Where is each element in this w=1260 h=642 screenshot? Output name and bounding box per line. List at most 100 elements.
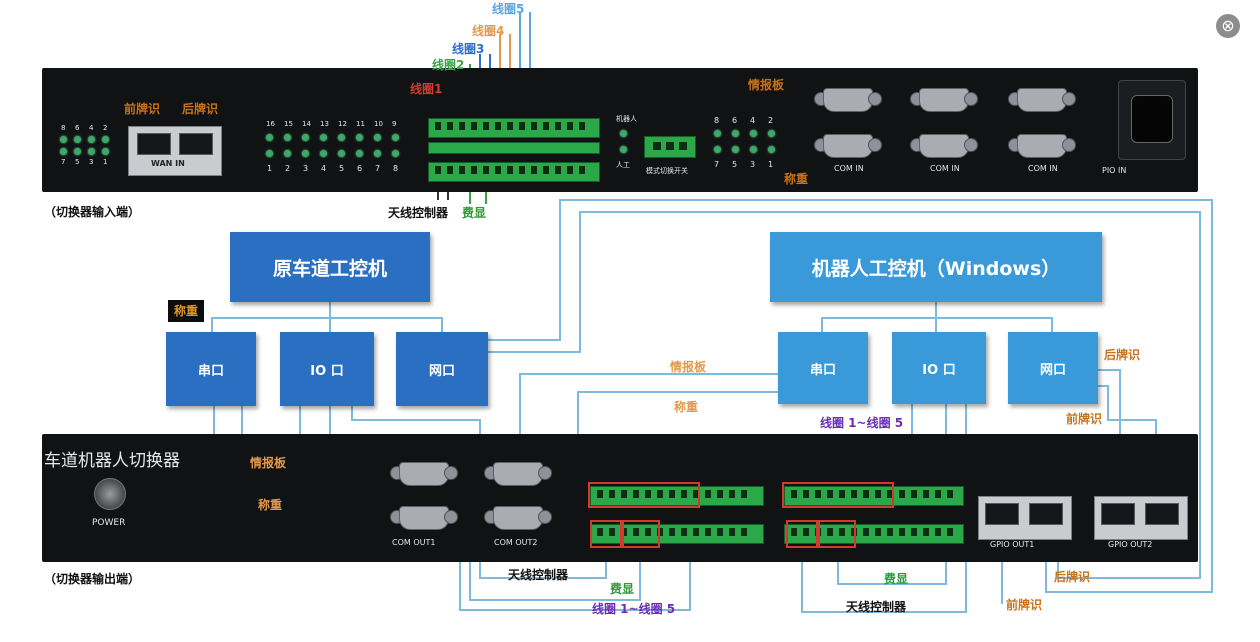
manual-led bbox=[620, 146, 627, 153]
com-in-label: COM IN bbox=[930, 164, 960, 173]
input-panel-caption: （切换器输入端） bbox=[44, 205, 141, 219]
led-label: 2 bbox=[285, 164, 291, 173]
antenna-highlight-frame bbox=[590, 520, 622, 548]
led-indicator bbox=[714, 146, 721, 153]
led-indicator bbox=[732, 130, 739, 137]
led-label: 6 bbox=[357, 164, 363, 173]
manual-mode-label: 人工 bbox=[616, 161, 630, 169]
com-out2-top[interactable] bbox=[484, 460, 552, 486]
led-indicator bbox=[266, 150, 273, 157]
out-info-board-label: 情报板 bbox=[250, 456, 287, 470]
led-indicator bbox=[750, 130, 757, 137]
led-label: 3 bbox=[750, 160, 756, 169]
com-in-connector[interactable] bbox=[814, 86, 882, 112]
rear-plate-label-bottom: 后牌识 bbox=[1054, 570, 1091, 584]
gpio-out1-label: GPIO OUT1 bbox=[990, 540, 1035, 549]
coil-label-5: 线圈5 bbox=[492, 2, 525, 16]
com-in-connector[interactable] bbox=[814, 132, 882, 158]
power-inlet[interactable] bbox=[1118, 80, 1186, 160]
weighing-wire-label: 称重 bbox=[674, 400, 699, 414]
rj45-jack bbox=[1101, 503, 1135, 525]
output-terminal-1a[interactable] bbox=[590, 486, 764, 506]
com-in-label: COM IN bbox=[1028, 164, 1058, 173]
led-indicator bbox=[750, 146, 757, 153]
terminal-block-mid[interactable] bbox=[428, 142, 600, 154]
led-label: 5 bbox=[732, 160, 738, 169]
led-label: 6 bbox=[75, 124, 80, 132]
led-label: 16 bbox=[266, 120, 275, 128]
led-indicator bbox=[74, 148, 81, 155]
close-icon[interactable]: ⊗ bbox=[1216, 14, 1240, 38]
wan-in-port[interactable]: WAN IN bbox=[128, 126, 222, 176]
switch-output-panel: 车道机器人切换器 POWER COM OUT1 COM OUT2 GPIO OU… bbox=[42, 434, 1198, 562]
led-indicator bbox=[302, 134, 309, 141]
coil-range-label: 线圈 1~线圈 5 bbox=[820, 416, 904, 430]
led-label: 5 bbox=[75, 158, 80, 166]
terminal-block-bottom[interactable] bbox=[428, 162, 600, 182]
wan-in-label: WAN IN bbox=[151, 159, 185, 168]
antenna-controller-label: 天线控制器 bbox=[388, 206, 449, 220]
front-plate-label-bottom: 前牌识 bbox=[1006, 598, 1043, 612]
coil-range-label-left: 线圈 1~线圈 5 bbox=[592, 602, 676, 616]
power-knob[interactable] bbox=[94, 478, 126, 510]
led-indicator bbox=[102, 148, 109, 155]
info-board-label: 情报板 bbox=[748, 78, 785, 92]
led-indicator bbox=[392, 134, 399, 141]
led-label: 7 bbox=[61, 158, 66, 166]
led-label: 14 bbox=[302, 120, 311, 128]
antenna-highlight-frame-2 bbox=[786, 520, 818, 548]
coil-highlight-frame-2 bbox=[782, 482, 894, 508]
led-label: 11 bbox=[356, 120, 365, 128]
led-indicator bbox=[60, 148, 67, 155]
led-indicator bbox=[266, 134, 273, 141]
led-indicator bbox=[102, 136, 109, 143]
gpio-out2-port[interactable] bbox=[1094, 496, 1188, 540]
coil-label-1: 线圈1 bbox=[410, 82, 443, 96]
led-label: 6 bbox=[732, 116, 738, 125]
weighing-label: 称重 bbox=[784, 172, 809, 186]
gpio-out2-label: GPIO OUT2 bbox=[1108, 540, 1153, 549]
led-label: 1 bbox=[103, 158, 108, 166]
mode-switch-label: 模式切换开关 bbox=[646, 167, 688, 175]
com-in-connector[interactable] bbox=[1008, 132, 1076, 158]
com-out1-top[interactable] bbox=[390, 460, 458, 486]
gpio-out1-port[interactable] bbox=[978, 496, 1072, 540]
output-terminal-2a[interactable] bbox=[784, 486, 964, 506]
led-label: 4 bbox=[89, 124, 94, 132]
switch-input-panel: 8 6 4 2 7 5 3 1 WAN IN 前牌识 后牌识 16 15 14 … bbox=[42, 68, 1198, 192]
mode-switch[interactable] bbox=[644, 136, 696, 158]
led-label: 1 bbox=[768, 160, 774, 169]
led-indicator bbox=[74, 136, 81, 143]
fee-highlight-frame bbox=[622, 520, 660, 548]
com-out2-bottom[interactable] bbox=[484, 504, 552, 530]
output-terminal-2b[interactable] bbox=[784, 524, 964, 544]
com-in-connector[interactable] bbox=[1008, 86, 1076, 112]
left-io-port: IO 口 bbox=[280, 332, 374, 406]
fee-display-label: 费显 bbox=[462, 206, 487, 220]
led-group-left: 8 6 4 2 7 5 3 1 bbox=[58, 124, 118, 176]
led-indicator bbox=[768, 146, 775, 153]
led-label: 8 bbox=[61, 124, 66, 132]
led-indicator bbox=[338, 150, 345, 157]
led-indicator bbox=[338, 134, 345, 141]
led-indicator bbox=[374, 150, 381, 157]
led-indicator bbox=[356, 134, 363, 141]
led-label: 12 bbox=[338, 120, 347, 128]
original-lane-pc: 原车道工控机 bbox=[230, 232, 430, 302]
led-indicator bbox=[768, 130, 775, 137]
robot-mode-label: 机器人 bbox=[616, 115, 637, 123]
led-indicator bbox=[356, 150, 363, 157]
com-in-connector[interactable] bbox=[910, 86, 978, 112]
led-group-right: 8 6 4 2 7 5 3 1 bbox=[710, 116, 780, 176]
fee-label-right: 费显 bbox=[884, 572, 909, 586]
output-panel-title: 车道机器人切换器 bbox=[44, 451, 180, 471]
power-label: POWER bbox=[92, 518, 126, 528]
left-network-port: 网口 bbox=[396, 332, 488, 406]
com-out1-bottom[interactable] bbox=[390, 504, 458, 530]
com-in-connector[interactable] bbox=[910, 132, 978, 158]
led-label: 2 bbox=[768, 116, 774, 125]
terminal-block-top[interactable] bbox=[428, 118, 600, 138]
coil-label-4: 线圈4 bbox=[472, 24, 505, 38]
led-indicator bbox=[732, 146, 739, 153]
led-indicator bbox=[88, 148, 95, 155]
